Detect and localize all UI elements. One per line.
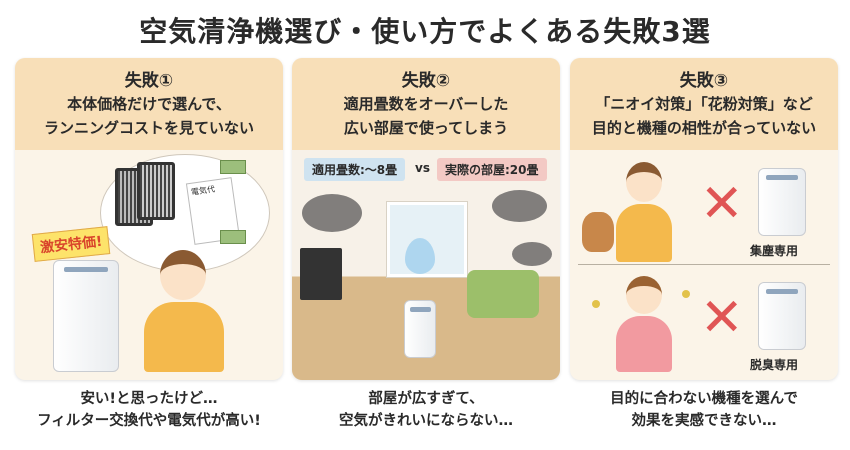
caption-line: 安い!と思ったけど… [80, 391, 218, 407]
mistake-number: 失敗② [401, 71, 451, 91]
illustration-mismatch: ✕ 集塵専用 ✕ 脱臭専用 [570, 150, 838, 380]
caption-mistake-1: 安い!と思ったけど… フィルター交換代や電気代が高い! [15, 388, 283, 432]
divider [578, 264, 830, 265]
panel-mistake-3: 失敗③ 「ニオイ対策」「花粉対策」など 目的と機種の相性が合っていない ✕ 集塵… [570, 58, 838, 380]
panel-header: 失敗③ 「ニオイ対策」「花粉対策」など 目的と機種の相性が合っていない [570, 58, 838, 150]
dog-icon [582, 212, 614, 252]
vs-label: vs [415, 161, 430, 175]
caption-mistake-3: 目的に合わない機種を選んで 効果を実感できない… [570, 388, 838, 432]
page-title: 空気清浄機選び・使い方でよくある失敗3選 [139, 15, 711, 48]
woman-sneezing-icon [616, 276, 672, 372]
panel-mistake-2: 失敗② 適用畳数をオーバーした 広い部屋で使ってしまう 適用畳数:〜8畳 vs … [292, 58, 560, 380]
caption-mistake-2: 部屋が広すぎて、 空気がきれいにならない… [292, 388, 560, 432]
caption-line: 空気がきれいにならない… [339, 413, 513, 429]
sale-sign: 激安特価! [31, 226, 111, 262]
heading-line: 広い部屋で使ってしまう [343, 119, 509, 137]
mistake-number: 失敗① [124, 71, 174, 91]
heading-line: 「ニオイ対策」「花粉対策」など [595, 95, 813, 113]
man-icon [144, 250, 224, 372]
caption-line: 目的に合わない機種を選んで [610, 391, 798, 407]
label-dust-collection: 集塵専用 [750, 244, 799, 258]
x-mark-icon: ✕ [700, 288, 744, 348]
caption-line: 部屋が広すぎて、 [368, 391, 484, 407]
caption-line: 効果を実感できない… [631, 413, 777, 429]
pollen-icon [682, 290, 690, 298]
worried-drop-icon [405, 238, 435, 274]
panel-header: 失敗② 適用畳数をオーバーした 広い部屋で使ってしまう [292, 58, 560, 150]
heading-line: ランニングコストを見ていない [43, 119, 254, 137]
sofa-icon [467, 270, 539, 318]
bill-label: 電気代 [190, 184, 216, 197]
dust-cloud-icon [512, 242, 552, 266]
x-mark-icon: ✕ [700, 174, 744, 234]
label-deodorizing: 脱臭専用 [750, 358, 799, 372]
mistake-number: 失敗③ [679, 71, 729, 91]
illustration-large-room: 適用畳数:〜8畳 vs 実際の部屋:20畳 [292, 150, 560, 380]
air-purifier-icon [758, 168, 806, 236]
heading-line: 目的と機種の相性が合っていない [591, 119, 817, 137]
money-icon [220, 230, 246, 244]
dust-cloud-icon [492, 190, 547, 222]
caption-line: フィルター交換代や電気代が高い! [37, 413, 261, 429]
air-purifier-icon [53, 260, 119, 372]
pollen-icon [592, 300, 600, 308]
heading-line: 本体価格だけで選んで、 [67, 95, 231, 113]
man-thinking-icon [616, 162, 672, 262]
air-purifier-icon [404, 300, 436, 358]
dust-cloud-icon [302, 194, 362, 232]
panel-header: 失敗① 本体価格だけで選んで、 ランニングコストを見ていない [15, 58, 283, 150]
applicable-area-badge: 適用畳数:〜8畳 [304, 158, 406, 181]
money-icon [220, 160, 246, 174]
tv-icon [300, 248, 342, 300]
filter-icon [137, 162, 175, 220]
illustration-cheap-purifier: 電気代 激安特価! [15, 150, 283, 380]
actual-room-badge: 実際の部屋:20畳 [437, 158, 547, 181]
panel-mistake-1: 失敗① 本体価格だけで選んで、 ランニングコストを見ていない 電気代 激安特価! [15, 58, 283, 380]
air-purifier-icon [758, 282, 806, 350]
heading-line: 適用畳数をオーバーした [343, 95, 509, 113]
